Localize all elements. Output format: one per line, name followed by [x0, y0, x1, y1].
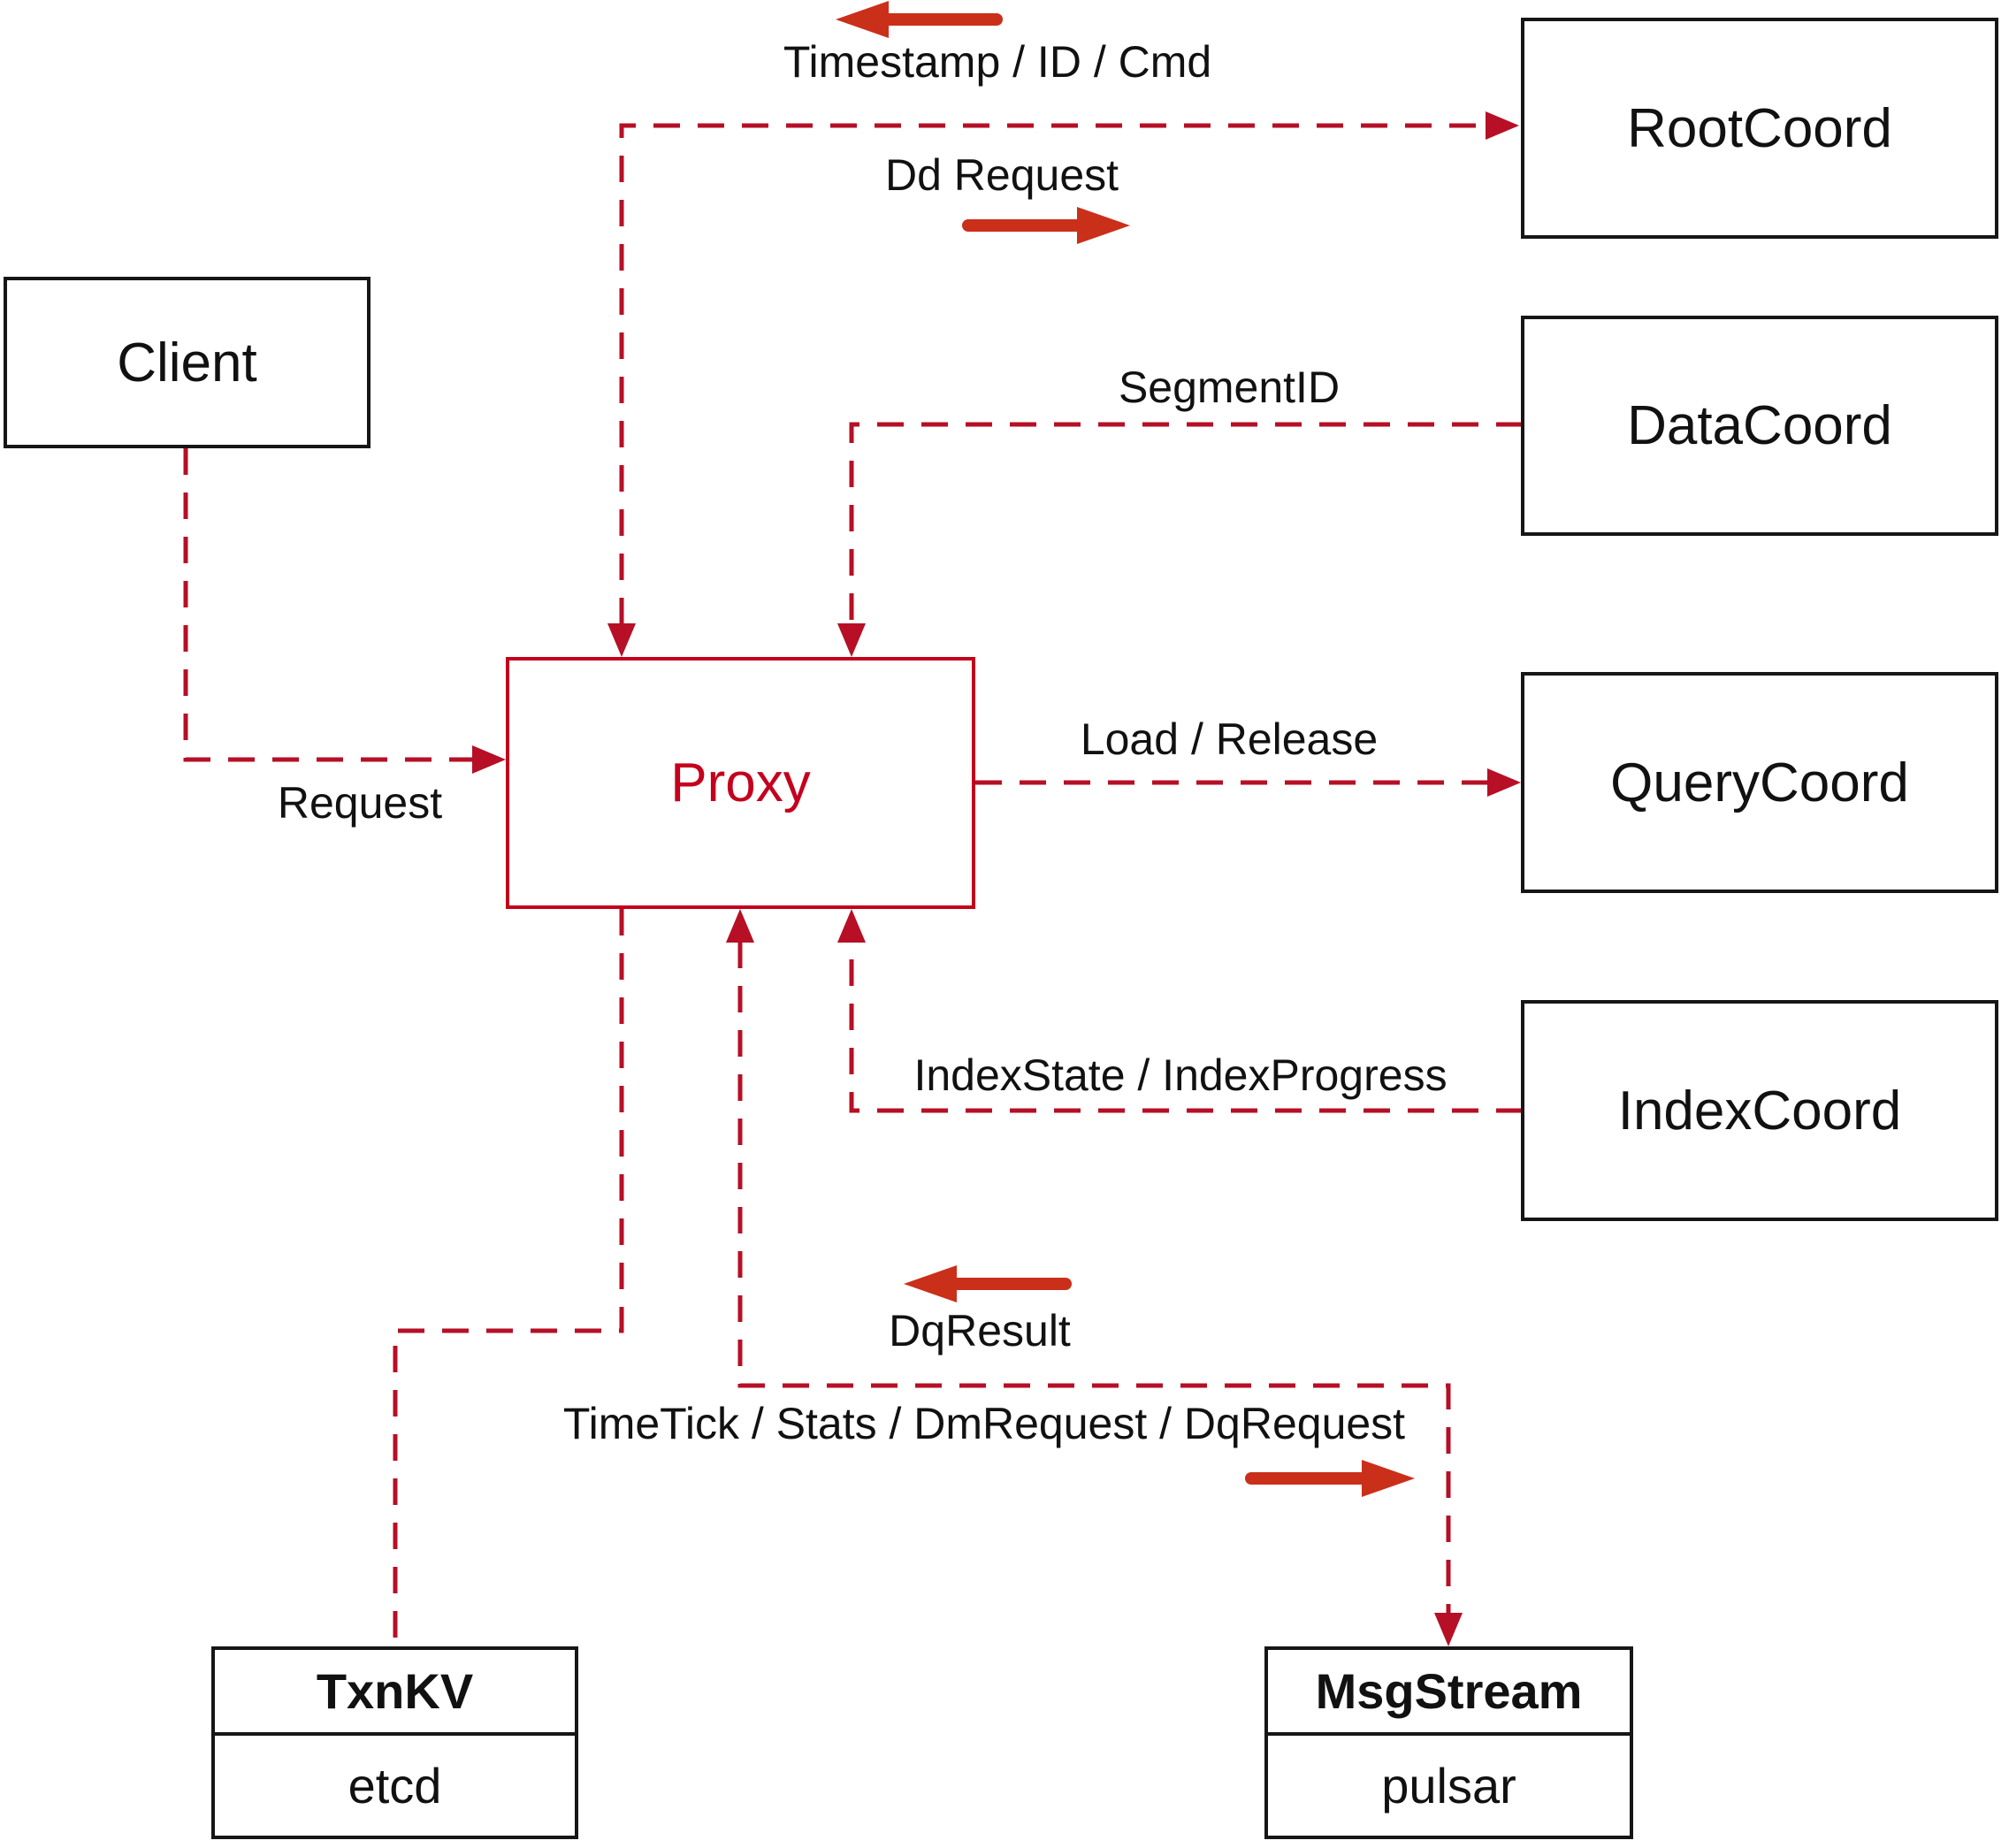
node-rootcoord-label: RootCoord: [1627, 97, 1892, 159]
edge-label-dq-result: DqResult: [889, 1306, 1071, 1355]
node-indexcoord: IndexCoord: [1521, 1000, 1998, 1221]
node-client-label: Client: [117, 332, 257, 393]
edge-client-proxy: [183, 448, 472, 762]
edge-label-dd-request: Dd Request: [884, 150, 1119, 200]
edge-proxy-msgstream: [737, 942, 1451, 1613]
arrowhead-into-proxy-bottom-mid: [726, 909, 754, 943]
direction-arrow-timestamp-head: [836, 1, 889, 38]
direction-arrow-ddrequest-head: [1077, 207, 1130, 244]
node-client: Client: [4, 277, 370, 448]
edge-label-timestamp: Timestamp / ID / Cmd: [783, 37, 1212, 87]
node-proxy-label: Proxy: [670, 752, 811, 813]
node-proxy: Proxy: [506, 657, 975, 909]
direction-arrow-dqresult-head: [904, 1265, 957, 1302]
edge-label-segment-id: SegmentID: [1118, 363, 1341, 412]
node-querycoord-label: QueryCoord: [1610, 752, 1909, 813]
arrowhead-into-msgstream: [1434, 1613, 1463, 1646]
node-msgstream-title: MsgStream: [1268, 1650, 1630, 1736]
arrowhead-into-proxy-bottom-right: [837, 909, 866, 943]
node-msgstream: MsgStream pulsar: [1264, 1646, 1633, 1839]
node-msgstream-value: pulsar: [1381, 1758, 1516, 1814]
arrowhead-into-rootcoord: [1486, 111, 1519, 140]
edge-label-index-state: IndexState / IndexProgress: [913, 1050, 1448, 1100]
edge-label-load-release: Load / Release: [1080, 714, 1379, 764]
edge-proxy-txnkv: [393, 909, 624, 1646]
edge-indexcoord-proxy: [849, 942, 1523, 1113]
node-querycoord: QueryCoord: [1521, 672, 1998, 893]
node-txnkv: TxnKV etcd: [211, 1646, 578, 1839]
edge-label-request: Request: [277, 778, 443, 828]
node-datacoord-label: DataCoord: [1627, 395, 1892, 456]
node-txnkv-value: etcd: [348, 1758, 442, 1814]
edge-datacoord-proxy: [849, 422, 1523, 624]
arrowhead-into-proxy-top-right: [837, 623, 866, 657]
node-datacoord: DataCoord: [1521, 316, 1998, 536]
node-indexcoord-label: IndexCoord: [1617, 1080, 1902, 1142]
arrowhead-into-proxy-left: [472, 745, 506, 774]
node-rootcoord: RootCoord: [1521, 18, 1998, 239]
edge-proxy-rootcoord: [619, 123, 1486, 624]
direction-arrow-timetick-head: [1362, 1460, 1415, 1497]
arrowhead-into-querycoord: [1487, 768, 1521, 797]
node-txnkv-title: TxnKV: [215, 1650, 575, 1736]
arrowhead-into-proxy-top-left: [607, 623, 636, 657]
edge-label-time-tick: TimeTick / Stats / DmRequest / DqRequest: [562, 1399, 1406, 1448]
